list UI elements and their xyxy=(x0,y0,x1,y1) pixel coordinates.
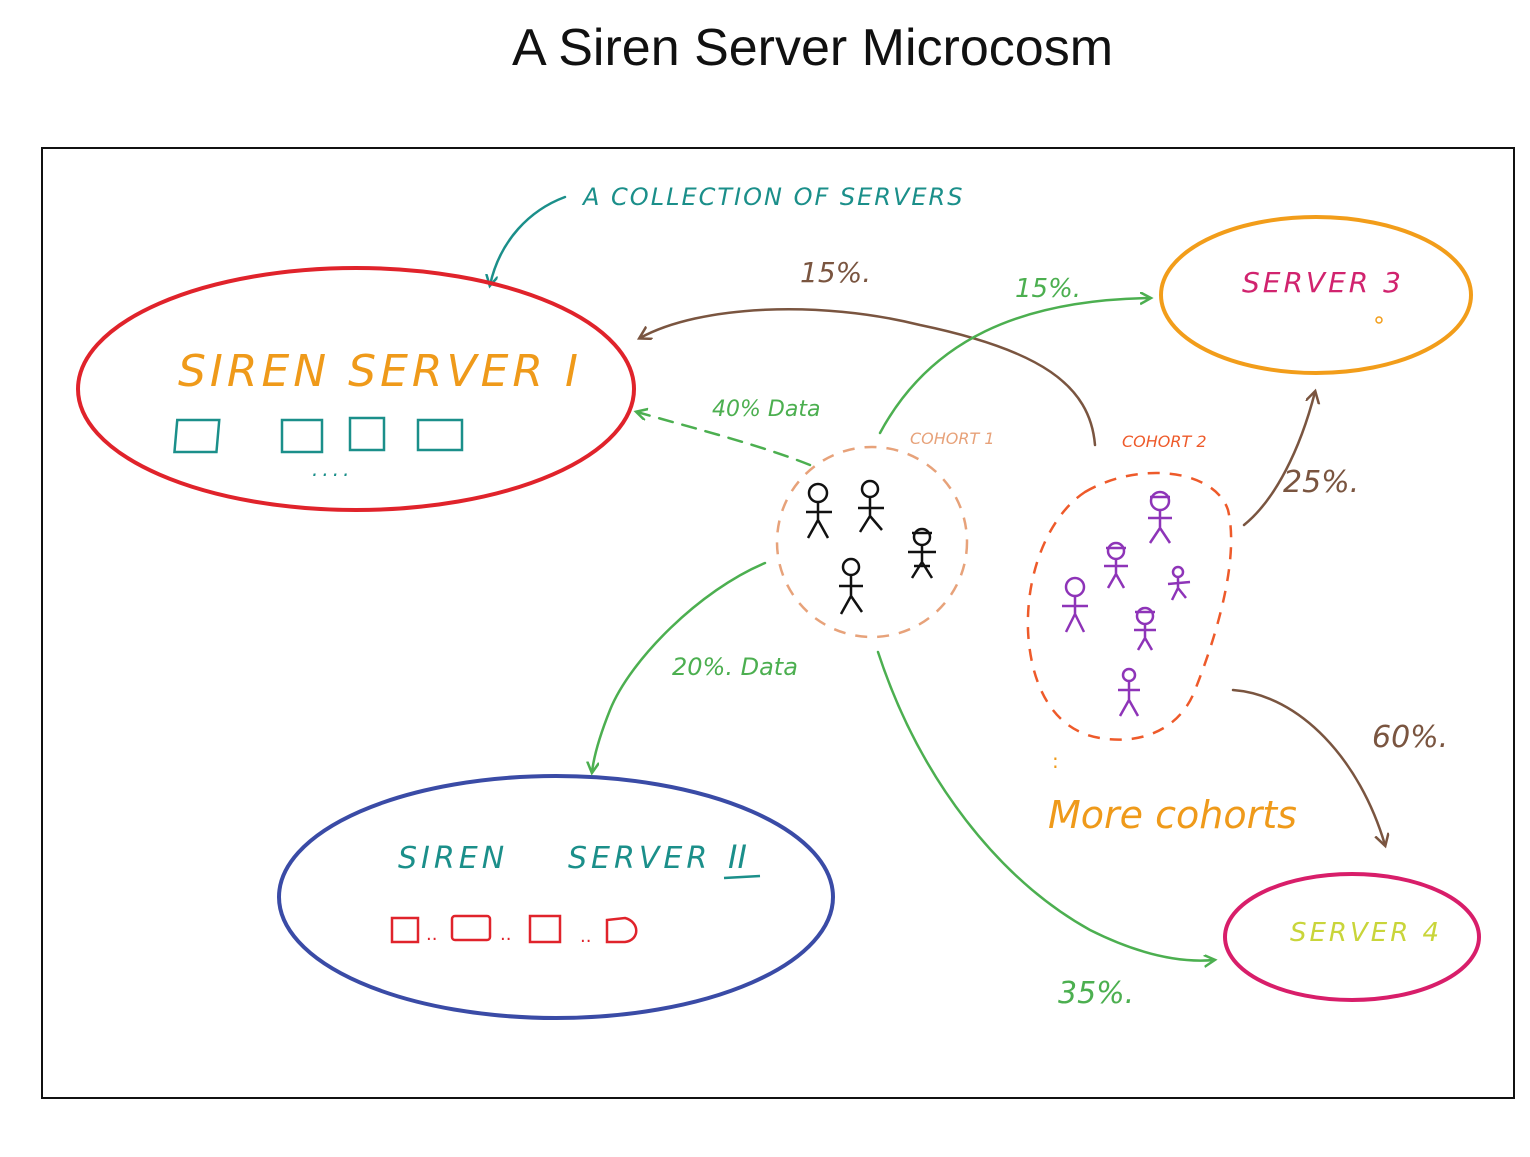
cohort-2: COHORT 2 xyxy=(1026,432,1233,741)
flow-label-cohort2-server1: 15%. xyxy=(800,256,871,289)
siren-server-2: SIREN SERVER II .. .. .. xyxy=(277,774,835,1020)
server-box xyxy=(450,914,492,942)
server-4: SERVER 4 xyxy=(1223,872,1481,1002)
cohort-2-outline xyxy=(1026,471,1233,741)
server-box xyxy=(173,418,221,454)
flow-arrow-cohort1-server1 xyxy=(637,412,812,467)
flow-arrow-cohort1-server4 xyxy=(876,650,1214,961)
server-4-ellipse xyxy=(1223,872,1481,1002)
diagram-title: A Siren Server Microcosm xyxy=(511,19,1114,77)
cohort-2-label: COHORT 2 xyxy=(1122,432,1207,451)
server-box xyxy=(390,916,420,944)
server-3-label: SERVER 3 xyxy=(1242,266,1404,299)
flow-arrow-cohort2-server1 xyxy=(640,308,1097,447)
siren-server-2-label-word1: SIREN xyxy=(398,841,508,876)
server-3-ellipse xyxy=(1159,215,1473,375)
server-4-label: SERVER 4 xyxy=(1290,918,1442,948)
collection-pointer-arrow xyxy=(490,195,567,285)
server-box xyxy=(280,418,324,454)
siren-server-2-ellipse xyxy=(277,774,835,1020)
cohort-1-outline xyxy=(775,445,969,639)
more-cohorts-dots: : xyxy=(1052,749,1059,773)
siren-server-1-ellipse xyxy=(76,266,636,512)
person-icon xyxy=(839,557,864,615)
person-icon xyxy=(1148,490,1172,544)
siren-server-2-label-word2: SERVER xyxy=(568,841,711,876)
flow-label-cohort2-server4: 60%. xyxy=(1372,720,1448,755)
server-box xyxy=(416,418,464,452)
person-icon xyxy=(1118,667,1140,717)
box-dots: .. xyxy=(500,924,511,945)
cohort-1: COHORT 1 xyxy=(775,429,995,639)
flow-label-cohort1-server2: 20%. Data xyxy=(672,653,798,681)
flow-label-cohort1-server1: 40% Data xyxy=(712,397,820,422)
stray-dot xyxy=(1375,316,1383,324)
server-3: SERVER 3 xyxy=(1159,215,1473,375)
flow-label-cohort2-server3: 25%. xyxy=(1283,465,1359,500)
siren-server-2-numeral: II xyxy=(728,838,747,876)
flow-arrow-cohort1-server2 xyxy=(592,561,767,772)
more-cohorts-label: More cohorts xyxy=(1048,793,1297,837)
flow-arrow-cohort2-server3 xyxy=(1242,392,1315,527)
cohort-1-label: COHORT 1 xyxy=(910,429,995,448)
flow-arrow-cohort1-server3 xyxy=(878,298,1150,435)
flow-label-cohort1-server3: 15%. xyxy=(1015,274,1081,304)
siren-server-1: SIREN SERVER I .... xyxy=(76,266,636,512)
person-icon xyxy=(1062,576,1088,633)
server-box xyxy=(348,416,386,452)
person-icon xyxy=(1134,606,1156,651)
person-icon xyxy=(806,482,832,539)
person-icon xyxy=(858,479,884,533)
box-dots: .. xyxy=(426,924,437,945)
server-box xyxy=(528,914,562,944)
flow-label-cohort1-server4: 35%. xyxy=(1058,976,1134,1011)
server-box xyxy=(605,916,638,944)
more-servers-dots: .... xyxy=(312,457,353,481)
person-icon xyxy=(1167,565,1191,601)
box-dots: .. xyxy=(580,926,591,947)
person-icon xyxy=(908,527,936,579)
person-icon xyxy=(1104,541,1128,589)
collection-note: A COLLECTION OF SERVERS xyxy=(581,183,964,211)
siren-server-1-label: SIREN SERVER I xyxy=(178,346,582,397)
diagram-frame xyxy=(41,147,1515,1099)
numeral-underline xyxy=(723,874,761,880)
flow-arrow-cohort2-server4 xyxy=(1231,688,1385,845)
